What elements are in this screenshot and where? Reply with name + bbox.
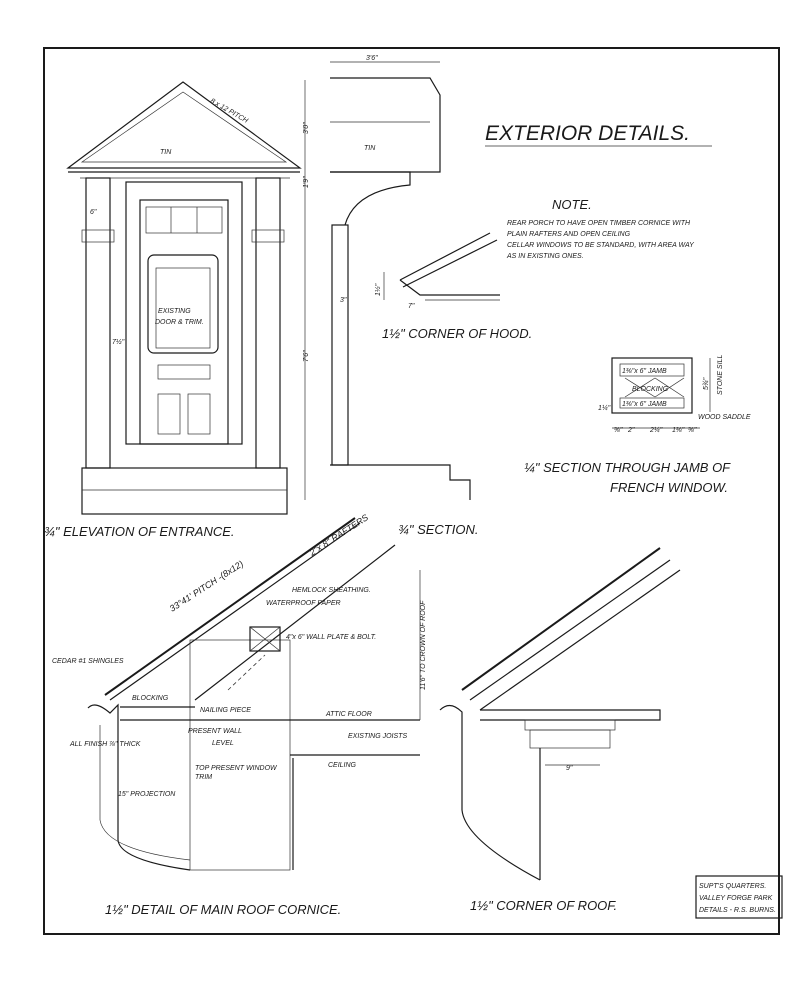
pitch-label: 8 x 12 PITCH xyxy=(209,98,250,126)
jamb-bottom-label: 1⅜"x 6" JAMB xyxy=(622,401,667,408)
hood-tin-label: TIN xyxy=(364,145,376,152)
hood-section: 3'6" TIN xyxy=(330,55,471,500)
jamb-side-dim: 1¼" xyxy=(598,405,611,412)
sheet-border xyxy=(43,47,780,935)
title-block-line: DETAILS - R.S. BURNS. xyxy=(699,907,776,914)
hood-corner-detail: 1½" 7" 3" 1½" CORNER OF HOOD. xyxy=(340,232,532,341)
jamb-dim: 1⅜" xyxy=(672,427,685,434)
jamb-caption: FRENCH WINDOW. xyxy=(610,480,728,495)
dim-3-6: 3'6" xyxy=(366,55,378,62)
jamb-height-dim: 5¾" xyxy=(703,377,710,390)
wall-level-label: LEVEL xyxy=(212,740,234,747)
dim-1-9: 1'9" xyxy=(303,176,310,188)
ceiling-label: CEILING xyxy=(328,762,357,769)
note-heading: NOTE. xyxy=(552,197,592,212)
title-block-line: VALLEY FORGE PARK xyxy=(699,895,773,902)
finish-label: ALL FINISH ⅞" THICK xyxy=(69,741,141,748)
stone-sill-label: STONE SILL xyxy=(717,355,724,395)
pitch-label: 33°41' PITCH -(8x12) xyxy=(168,559,245,614)
hood-dim-b: 7" xyxy=(408,303,415,310)
section-caption: ¾" SECTION. xyxy=(398,522,478,537)
note-line: AS IN EXISTING ONES. xyxy=(506,253,584,260)
main-cornice-detail: ¾" SECTION. 2"x 8" RAFTERS 33°41' PITCH … xyxy=(52,512,478,917)
rafters-label: 2"x 8" RAFTERS xyxy=(307,512,370,558)
blocking-label: BLOCKING xyxy=(632,386,669,393)
nailing-label: NAILING PIECE xyxy=(200,707,251,714)
shingles-label: CEDAR #1 SHINGLES xyxy=(52,658,124,665)
jamb-caption: ¼" SECTION THROUGH JAMB OF xyxy=(524,460,731,475)
hood-dim-c: 3" xyxy=(340,297,347,304)
blocking-label: BLOCKING xyxy=(132,695,169,702)
wall-plate-label: 4"x 6" WALL PLATE & BOLT. xyxy=(286,634,376,641)
hood-dim-a: 1½" xyxy=(374,283,382,296)
dim-7-half: 7½" xyxy=(112,338,125,346)
cornice-caption: 1½" DETAIL OF MAIN ROOF CORNICE. xyxy=(105,902,341,917)
wall-level-label: PRESENT WALL xyxy=(188,728,242,735)
roof-corner-caption: 1½" CORNER OF ROOF. xyxy=(470,898,617,913)
title-block: SUPT'S QUARTERS. VALLEY FORGE PARK DETAI… xyxy=(695,875,783,919)
window-trim-label: TRIM xyxy=(195,774,212,781)
waterproof-label: WATERPROOF PAPER xyxy=(266,600,341,607)
entrance-elevation: 8 x 12 PITCH TIN EXISTING DOOR & TRIM. 6… xyxy=(44,80,310,539)
hemlock-label: HEMLOCK SHEATHING. xyxy=(292,587,371,594)
door-label: DOOR & TRIM. xyxy=(155,319,204,326)
dim-3-0: 3'0" xyxy=(303,122,310,134)
roof-corner-dim: 9" xyxy=(566,765,573,772)
note-block: NOTE. REAR PORCH TO HAVE OPEN TIMBER COR… xyxy=(506,197,695,260)
crown-label: 11'6" TO CROWN OF ROOF xyxy=(420,600,427,690)
wood-saddle-label: WOOD SADDLE xyxy=(698,414,751,421)
sheet-title: EXTERIOR DETAILS. xyxy=(485,122,690,145)
dim-6: 6" xyxy=(90,209,97,216)
elevation-caption: ¾" ELEVATION OF ENTRANCE. xyxy=(44,524,235,539)
note-line: REAR PORCH TO HAVE OPEN TIMBER CORNICE W… xyxy=(507,220,691,227)
jamb-dim: 2¼" xyxy=(649,427,663,434)
note-line: PLAIN RAFTERS AND OPEN CEILING xyxy=(507,231,631,238)
jamb-top-label: 1⅜"x 6" JAMB xyxy=(622,368,667,375)
dim-7-6: 7'6" xyxy=(303,350,310,362)
tin-label: TIN xyxy=(160,149,172,156)
title-block-line: SUPT'S QUARTERS. xyxy=(699,883,766,890)
jamb-dim: 2" xyxy=(627,427,635,434)
window-trim-label: TOP PRESENT WINDOW xyxy=(195,765,278,772)
door-label: EXISTING xyxy=(158,308,191,315)
projection-label: 15" PROJECTION xyxy=(118,791,176,798)
hood-caption: 1½" CORNER OF HOOD. xyxy=(382,326,532,341)
jamb-dim: ⅝" xyxy=(614,427,623,434)
roof-corner-detail: 9" 1½" CORNER OF ROOF. xyxy=(439,547,681,913)
attic-floor-label: ATTIC FLOOR xyxy=(325,711,372,718)
jamb-dim: ⅝" xyxy=(688,427,697,434)
note-line: CELLAR WINDOWS TO BE STANDARD, WITH AREA… xyxy=(507,242,695,249)
joists-label: EXISTING JOISTS xyxy=(348,733,407,740)
jamb-section: 1⅜"x 6" JAMB BLOCKING 1⅜"x 6" JAMB 5¾" S… xyxy=(524,355,751,495)
